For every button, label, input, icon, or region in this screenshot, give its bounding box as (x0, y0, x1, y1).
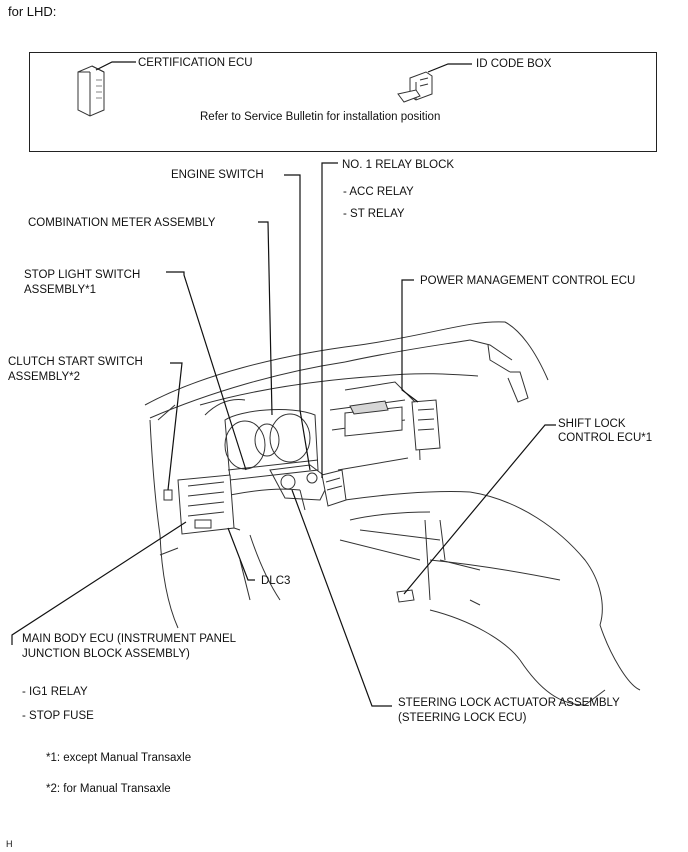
footnote-2: *2: for Manual Transaxle (46, 783, 171, 795)
id-code-box-icon (397, 71, 433, 103)
acc-relay-label: - ACC RELAY (343, 186, 414, 198)
relay-block-label: NO. 1 RELAY BLOCK (342, 159, 455, 171)
stop-fuse-label: - STOP FUSE (22, 710, 94, 722)
main-body-ecu-label: MAIN BODY ECU (INSTRUMENT PANEL (22, 633, 237, 645)
main-body-ecu-label-2: JUNCTION BLOCK ASSEMBLY) (22, 648, 190, 660)
stop-light-switch-label: STOP LIGHT SWITCH (24, 269, 141, 281)
dashboard-outline (144, 321, 641, 706)
clutch-switch-label-2: ASSEMBLY*2 (8, 371, 81, 383)
ecu-location-box (29, 52, 657, 152)
service-bulletin-note: Refer to Service Bulletin for installati… (200, 111, 441, 123)
page-header: for LHD: (8, 4, 57, 19)
footnote-1: *1: except Manual Transaxle (46, 752, 192, 764)
id-code-box-label: ID CODE BOX (476, 58, 552, 70)
stop-light-switch-label-2: ASSEMBLY*1 (24, 284, 97, 296)
power-management-label: POWER MANAGEMENT CONTROL ECU (420, 275, 636, 287)
main-body-ecu (177, 474, 235, 535)
combination-meter-label: COMBINATION METER ASSEMBLY (28, 217, 216, 229)
st-relay-label: - ST RELAY (343, 208, 405, 220)
center-display (344, 400, 403, 437)
ig1-relay-label: - IG1 RELAY (22, 686, 88, 698)
leader-lines (11, 162, 556, 707)
corner-mark: H (6, 839, 13, 849)
steering-lock-label: STEERING LOCK ACTUATOR ASSEMBLY (398, 697, 620, 709)
clutch-switch-label: CLUTCH START SWITCH (8, 356, 143, 368)
engine-switch-label: ENGINE SWITCH (171, 169, 264, 181)
clutch-switch (163, 489, 173, 501)
steering-lock-label-2: (STEERING LOCK ECU) (398, 712, 527, 724)
shift-lock-label: SHIFT LOCK (558, 418, 626, 430)
power-management-ecu (411, 399, 441, 451)
certification-ecu-label: CERTIFICATION ECU (138, 57, 253, 69)
shift-lock-label-2: CONTROL ECU*1 (558, 432, 653, 444)
relay-block (321, 469, 347, 507)
certification-ecu-icon (77, 65, 105, 117)
dlc3-label: DLC3 (261, 575, 291, 587)
combination-meter-cluster (224, 409, 319, 481)
